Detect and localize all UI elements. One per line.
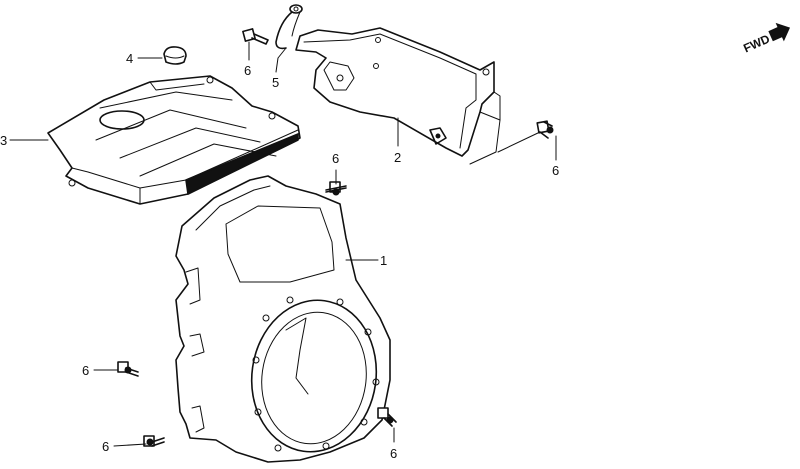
wire-clip [275, 4, 303, 50]
callout-1: 1 [380, 253, 387, 268]
leader-lines [9, 41, 557, 447]
callout-6-a: 6 [244, 63, 251, 78]
rubber-grommet [163, 46, 187, 65]
forward-arrow-icon: FWD [741, 22, 791, 56]
callout-6-d: 6 [82, 363, 89, 378]
callout-6-e: 6 [390, 446, 397, 461]
callout-2: 2 [394, 150, 401, 165]
fwd-label: FWD [741, 31, 772, 55]
bolt-icon-b [536, 120, 554, 139]
bolt-icon-c [325, 181, 347, 196]
top-cover-plate [47, 75, 301, 205]
callout-5: 5 [272, 75, 279, 90]
bolt-icon-f [143, 435, 165, 447]
bolt-icon-e [377, 407, 397, 427]
callout-6-b: 6 [552, 163, 559, 178]
callout-4: 4 [126, 51, 133, 66]
bolt-icon-a [242, 28, 269, 45]
callout-6-f: 6 [102, 439, 109, 454]
callout-3: 3 [0, 133, 7, 148]
side-shroud [295, 27, 501, 165]
bolt-icon-d [117, 361, 139, 377]
fan-housing [175, 175, 391, 463]
callout-6-c: 6 [332, 151, 339, 166]
